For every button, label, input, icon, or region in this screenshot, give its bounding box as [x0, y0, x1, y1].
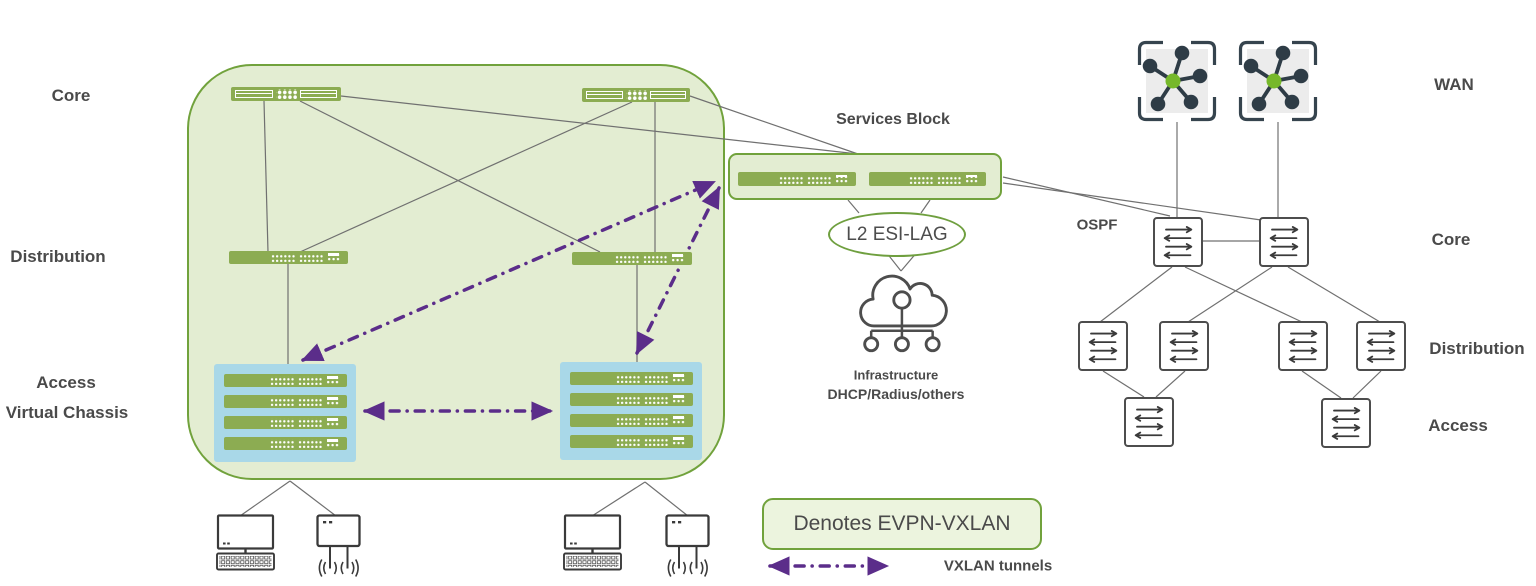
fabric-distribution-label: Distribution — [10, 247, 106, 266]
desktop-computer-1-icon — [216, 514, 276, 576]
wan-router-2-icon — [1238, 40, 1318, 127]
dhcp-radius-label: DHCP/Radius/others — [827, 386, 965, 402]
access-switch-icon — [224, 437, 347, 450]
desktop-computer-2-icon — [563, 514, 623, 576]
right-distribution-switch-2-icon — [1159, 321, 1209, 371]
wan-router-1-icon — [1137, 40, 1217, 127]
infrastructure-cloud-icon — [852, 270, 948, 360]
right-access-label: Access — [1428, 416, 1488, 435]
fabric-access-label: Access — [36, 373, 96, 392]
access-switch-icon — [570, 435, 693, 448]
services-block-title: Services Block — [836, 111, 950, 128]
services-switch-1-icon — [738, 172, 856, 186]
right-access-switch-1-icon — [1124, 397, 1174, 447]
fabric-distribution-switch-1-icon — [229, 251, 348, 264]
fabric-core-switch-1-icon — [231, 87, 341, 101]
right-core-label: Core — [1431, 230, 1471, 249]
right-core-switch-2-icon — [1259, 217, 1309, 267]
virtual-chassis-stack-2 — [560, 362, 702, 460]
access-switch-icon — [224, 374, 347, 387]
access-point-1-icon — [316, 514, 362, 585]
legend-evpn-box: Denotes EVPN-VXLAN — [762, 498, 1042, 550]
fabric-virtual-chassis-label: Virtual Chassis — [5, 403, 129, 422]
access-switch-icon — [570, 372, 693, 385]
access-switch-icon — [224, 395, 347, 408]
right-distribution-switch-1-icon — [1078, 321, 1128, 371]
right-core-switch-1-icon — [1153, 217, 1203, 267]
fabric-core-switch-2-icon — [582, 88, 690, 102]
access-switch-icon — [224, 416, 347, 429]
esi-lag-label: L2 ESI-LAG — [846, 223, 948, 245]
esi-lag-ellipse: L2 ESI-LAG — [828, 212, 966, 257]
legend-evpn-label: Denotes EVPN-VXLAN — [793, 512, 1011, 535]
access-point-2-icon — [665, 514, 711, 585]
right-distribution-switch-3-icon — [1278, 321, 1328, 371]
fabric-distribution-switch-2-icon — [572, 252, 692, 265]
right-distribution-label: Distribution — [1429, 339, 1525, 358]
virtual-chassis-stack-1 — [214, 364, 356, 462]
fabric-core-label: Core — [51, 86, 91, 105]
vxlan-tunnels-label: VXLAN tunnels — [943, 557, 1053, 575]
access-switch-icon — [570, 393, 693, 406]
ospf-label: OSPF — [1076, 216, 1118, 234]
right-access-switch-2-icon — [1321, 398, 1371, 448]
right-distribution-switch-4-icon — [1356, 321, 1406, 371]
wan-label: WAN — [1434, 75, 1474, 94]
infrastructure-label: Infrastructure — [853, 367, 939, 383]
services-switch-2-icon — [869, 172, 986, 186]
access-switch-icon — [570, 414, 693, 427]
